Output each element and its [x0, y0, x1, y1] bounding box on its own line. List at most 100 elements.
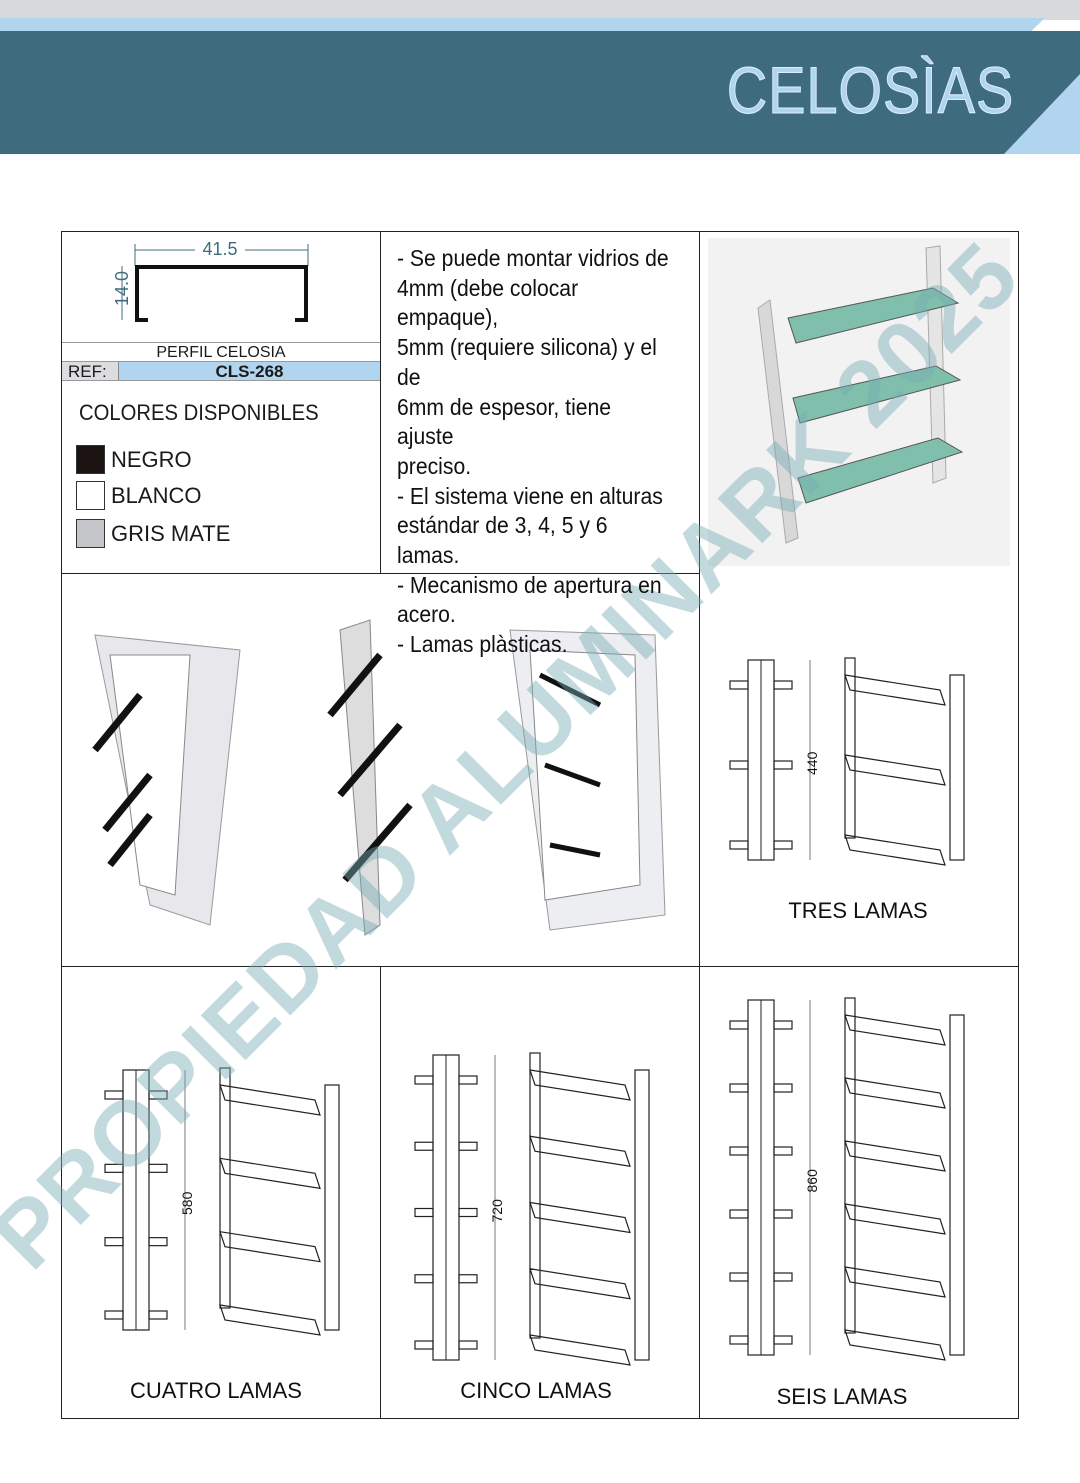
lama-clip [104, 1310, 124, 1320]
lama [219, 1304, 321, 1336]
width-dimension: 41.5 [202, 239, 237, 259]
desc-line: - Mecanismo de apertura en [397, 571, 662, 598]
description-cell [380, 231, 700, 574]
lama-clip [414, 1207, 434, 1218]
lama-clip [414, 1075, 434, 1085]
ref-label: REF: [62, 362, 119, 381]
lama-clip [729, 1209, 749, 1219]
product-photo [708, 238, 1010, 566]
front-frame [324, 1084, 340, 1331]
desc-line: 4mm (debe colocar empaque), [397, 274, 579, 331]
lama-clip [773, 1272, 793, 1282]
lama [844, 1140, 946, 1172]
color-name: GRIS MATE [111, 520, 231, 546]
lama-clip [414, 1141, 434, 1151]
rear-frame [844, 657, 856, 839]
seis-lamas-caption: SEIS LAMAS [776, 1384, 908, 1409]
rear-frame [219, 1067, 231, 1309]
lama-clip [729, 1083, 749, 1093]
lama-clip [458, 1340, 478, 1350]
lama [529, 1135, 631, 1167]
desc-line: estándar de 3, 4, 5 y 6 lamas. [397, 512, 608, 569]
height-dimension: 580 [179, 1191, 195, 1215]
lama-clip [729, 1272, 749, 1282]
lama [844, 834, 946, 866]
cuatro-lamas-cell [61, 966, 381, 1419]
tres-lamas-caption: TRES LAMAS [788, 898, 928, 923]
desc-line: 6mm de espesor, tiene ajuste [397, 393, 612, 450]
lama-clip [729, 1146, 749, 1156]
desc-line: 5mm (requiere silicona) y el de [397, 334, 657, 390]
height-dimension: 720 [489, 1199, 505, 1223]
cinco-lamas-caption: CINCO LAMAS [460, 1378, 612, 1403]
lama-clip [148, 1310, 168, 1320]
profile-label: PERFIL CELOSIA [62, 342, 380, 361]
lama-clip [458, 1075, 478, 1085]
lama [529, 1069, 631, 1101]
lama [844, 1266, 946, 1298]
tres-lamas-cell [699, 573, 1019, 967]
desc-line: preciso. [397, 452, 472, 479]
lama-clip [104, 1090, 124, 1100]
header-banner [0, 31, 1080, 154]
lama-clip [773, 1335, 793, 1345]
front-frame [634, 1069, 650, 1361]
lama [219, 1230, 321, 1263]
front-frame [949, 1014, 965, 1356]
height-dimension: 14.0 [112, 271, 132, 306]
ref-value: CLS-268 [119, 362, 380, 381]
lama-clip [104, 1163, 124, 1173]
color-swatch [76, 445, 105, 474]
lama [529, 1201, 631, 1234]
lama-clip [148, 1090, 168, 1100]
profile-drawing: 41.5 14.0 [112, 238, 309, 322]
lama-clip [458, 1207, 478, 1218]
cinco-lamas-drawing: 720 [414, 1052, 650, 1366]
lama [844, 754, 946, 786]
accent-band [0, 18, 1045, 32]
height-dimension: 860 [804, 1169, 820, 1193]
lama-clip [414, 1274, 434, 1284]
desc-line: - El sistema viene en alturas [397, 482, 663, 509]
lama-clip [729, 840, 749, 850]
rear-frame [844, 997, 856, 1334]
lama-clip [729, 1020, 749, 1030]
cuatro-lamas-drawing: 580 [104, 1067, 340, 1336]
front-frame [949, 674, 965, 861]
lama-clip [458, 1274, 478, 1284]
profile-cell [61, 231, 381, 574]
lama-clip [773, 1020, 793, 1030]
color-negro: NEGRO [76, 445, 192, 474]
lama [844, 1203, 946, 1235]
lama [844, 1077, 946, 1109]
color-blanco: BLANCO [76, 481, 201, 510]
lama [529, 1268, 631, 1300]
cinco-lamas-cell [380, 966, 700, 1419]
page-title: CELOSÌAS [726, 53, 1014, 128]
lama-clip [729, 680, 749, 690]
height-dimension: 440 [804, 751, 820, 775]
lama-clip [729, 760, 749, 770]
lama-clip [414, 1340, 434, 1350]
lama-clip [773, 680, 793, 690]
lama [529, 1334, 631, 1366]
color-name: BLANCO [111, 482, 202, 508]
color-swatch [76, 519, 105, 548]
lama-clip [773, 1083, 793, 1093]
colors-title: COLORES DISPONIBLES [79, 400, 319, 425]
tres-lamas-drawing: 440 [729, 657, 965, 866]
lama [219, 1084, 321, 1116]
lama-clip [773, 760, 793, 770]
lama-clip [458, 1141, 478, 1151]
color-swatch [76, 481, 105, 510]
lama-clip [773, 840, 793, 850]
top-strip [0, 0, 1080, 20]
lama [219, 1157, 321, 1190]
rear-frame [529, 1052, 541, 1339]
assembly-photos [92, 619, 666, 936]
lama [844, 674, 946, 706]
lama-clip [773, 1146, 793, 1156]
lama-clip [773, 1209, 793, 1219]
ref-row: REF:CLS-268 [62, 361, 380, 381]
